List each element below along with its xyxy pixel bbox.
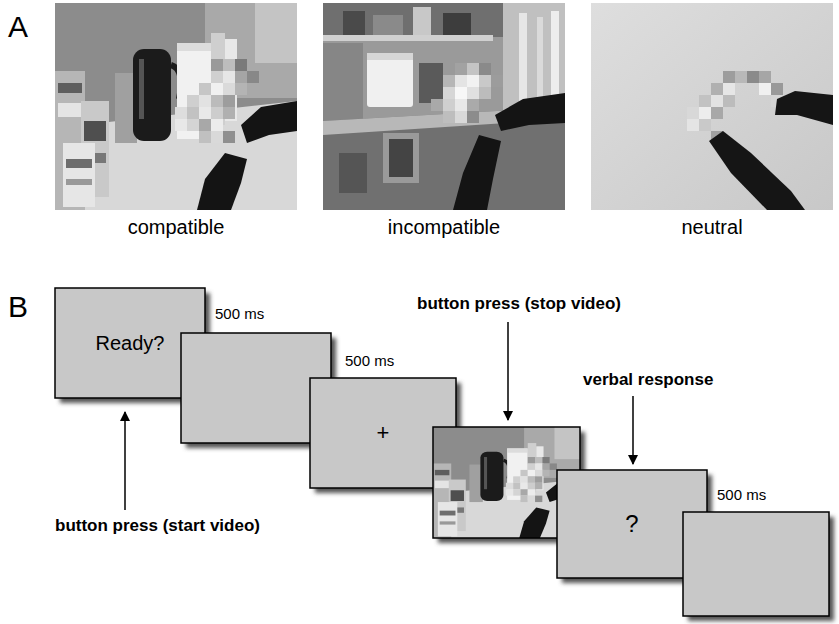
neutral-photo [591,3,833,210]
panel-letter-holder: A [8,10,28,45]
screen-text: ? [625,510,638,538]
condition-caption: incompatible [388,216,500,238]
condition-caption-holder: incompatible [388,216,500,239]
condition-caption-holder: compatible [128,216,225,239]
condition-caption: compatible [128,216,225,238]
duration-label: 500 ms [215,305,264,322]
duration-label: 500 ms [345,352,394,369]
screen-text: Ready? [96,332,165,355]
duration-label-holder: 500 ms [345,352,394,370]
pointer-arrow [632,396,634,464]
duration-label: 500 ms [717,486,766,503]
event-annotation: button press (stop video) [417,294,621,313]
panel-letter-holder: B [8,290,28,325]
pointer-arrow [507,322,509,420]
event-annotation-holder: verbal response [583,370,713,390]
event-annotation-holder: button press (stop video) [417,294,621,314]
screen-box: + [310,378,456,488]
condition-caption-holder: neutral [681,216,742,239]
screen-text: + [377,420,390,445]
duration-label-holder: 500 ms [215,305,264,323]
panel-letter: B [8,290,28,323]
compatible-photo [55,3,297,210]
event-annotation: button press (start video) [55,516,260,535]
event-annotation: verbal response [583,370,713,389]
duration-label-holder: 500 ms [717,486,766,504]
screen-box: Ready? [55,288,205,398]
condition-caption: neutral [681,216,742,238]
event-annotation-holder: button press (start video) [55,516,260,536]
screen-box: ? [557,470,707,578]
pointer-arrow [124,412,126,510]
panel-letter: A [8,10,28,43]
incompatible-photo [323,3,565,210]
screen-6 [683,512,834,621]
